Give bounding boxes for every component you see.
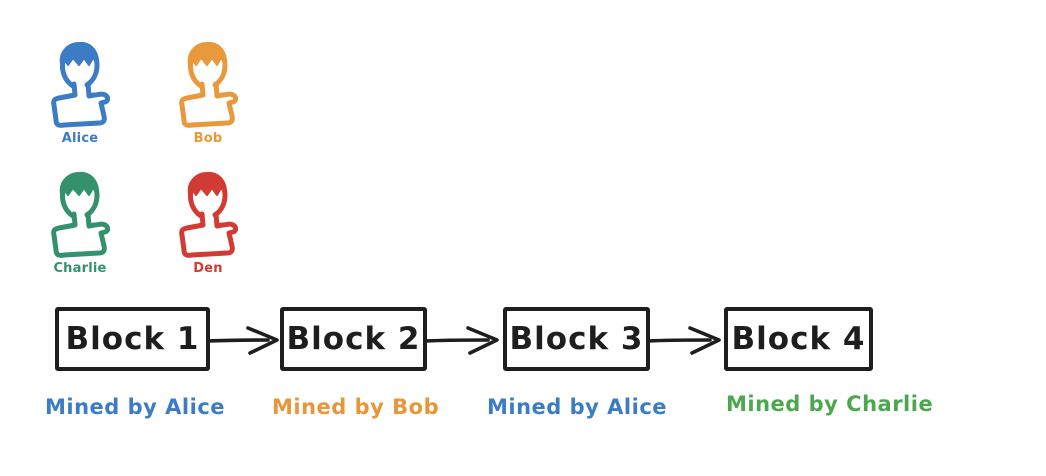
mined-by-label-block-4: Mined by Charlie: [726, 392, 934, 416]
person-bust-icon: [51, 41, 111, 128]
block-label: Block 3: [509, 321, 644, 357]
block-3: Block 3: [503, 307, 650, 371]
block-label: Block 1: [65, 321, 200, 357]
block-4: Block 4: [724, 307, 873, 371]
actor-name-label: Charlie: [53, 261, 107, 276]
actor-name-label: Alice: [61, 131, 99, 146]
actor-den: Den: [174, 170, 242, 276]
arrow-right-icon: [206, 326, 279, 355]
person-bust-icon: [51, 171, 111, 258]
actor-name-label: Bob: [193, 131, 223, 146]
actor-name-label: Den: [193, 261, 223, 276]
actor-alice: Alice: [46, 40, 114, 146]
arrow-right-icon: [646, 326, 721, 355]
block-1: Block 1: [55, 307, 210, 371]
actor-bob: Bob: [174, 40, 242, 146]
person-bust-icon: [179, 171, 239, 258]
block-label: Block 4: [731, 321, 866, 357]
block-2: Block 2: [280, 307, 427, 371]
actor-charlie: Charlie: [46, 170, 114, 276]
mined-by-label-block-2: Mined by Bob: [272, 395, 440, 419]
mined-by-label-block-1: Mined by Alice: [45, 395, 226, 419]
mined-by-label-block-3: Mined by Alice: [487, 395, 668, 419]
arrow-right-icon: [424, 326, 499, 355]
block-label: Block 2: [286, 321, 421, 357]
person-bust-icon: [179, 41, 239, 128]
